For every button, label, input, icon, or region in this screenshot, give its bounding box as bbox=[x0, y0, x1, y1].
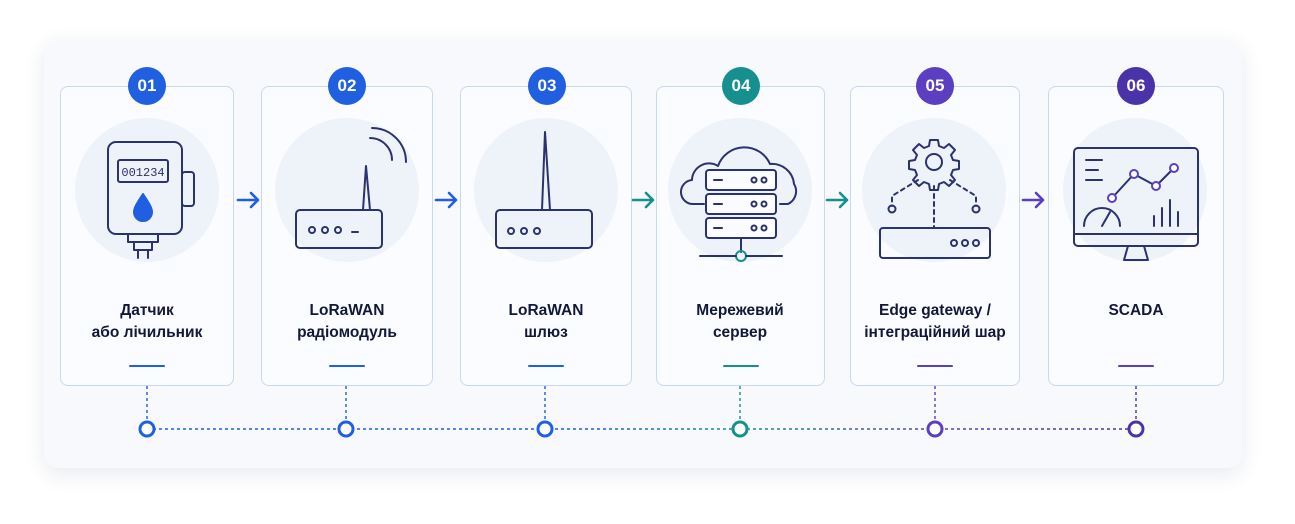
step-number-badge: 03 bbox=[528, 67, 566, 105]
accent-bar bbox=[1118, 365, 1154, 367]
meter-icon: 001234 bbox=[107, 141, 195, 259]
step-label-line2: сервер bbox=[712, 324, 768, 341]
step-label: LoRaWAN шлюз bbox=[446, 300, 646, 344]
step-label: LoRaWAN радіомодуль bbox=[247, 300, 447, 344]
step-number-badge: 05 bbox=[916, 67, 954, 105]
arrow-right-icon bbox=[236, 191, 260, 209]
accent-bar bbox=[329, 365, 365, 367]
accent-bar bbox=[917, 365, 953, 367]
step-label-line2: інтеграційний шар bbox=[864, 324, 1006, 341]
gateway-icon bbox=[495, 131, 593, 249]
step-label-line2: шлюз bbox=[524, 324, 568, 341]
step-label-line2: або лічильник bbox=[91, 324, 203, 341]
meter-reading: 001234 bbox=[121, 166, 164, 180]
radio-module-icon bbox=[295, 127, 407, 249]
step-number-badge: 06 bbox=[1117, 67, 1155, 105]
step-label-line1: LoRaWAN bbox=[309, 302, 385, 319]
accent-bar bbox=[129, 365, 165, 367]
step-number-badge: 01 bbox=[128, 67, 166, 105]
diagram-panel bbox=[44, 40, 1242, 468]
step-label: Edge gateway / інтеграційний шар bbox=[835, 300, 1035, 344]
step-number-badge: 02 bbox=[328, 67, 366, 105]
icon-background bbox=[1063, 118, 1207, 262]
arrow-right-icon bbox=[631, 191, 655, 209]
accent-bar bbox=[723, 365, 759, 367]
arrow-right-icon bbox=[1021, 191, 1045, 209]
dashboard-monitor-icon bbox=[1073, 147, 1199, 261]
step-number-badge: 04 bbox=[722, 67, 760, 105]
step-label: Мережевий сервер bbox=[640, 300, 840, 344]
step-label: Датчик або лічильник bbox=[47, 300, 247, 344]
arrow-right-icon bbox=[434, 191, 458, 209]
step-label-line1: SCADA bbox=[1108, 302, 1164, 319]
step-label-line2: радіомодуль bbox=[297, 324, 397, 341]
step-label-line1: LoRaWAN bbox=[508, 302, 584, 319]
gear-hub-icon bbox=[879, 139, 991, 259]
arrow-right-icon bbox=[825, 191, 849, 209]
icon-background bbox=[275, 118, 419, 262]
step-label-line1: Мережевий bbox=[696, 302, 784, 319]
step-label-line1: Датчик bbox=[120, 302, 174, 319]
accent-bar bbox=[528, 365, 564, 367]
step-label: SCADA bbox=[1036, 300, 1236, 322]
cloud-server-icon bbox=[680, 146, 798, 262]
step-label-line1: Edge gateway / bbox=[879, 302, 991, 319]
